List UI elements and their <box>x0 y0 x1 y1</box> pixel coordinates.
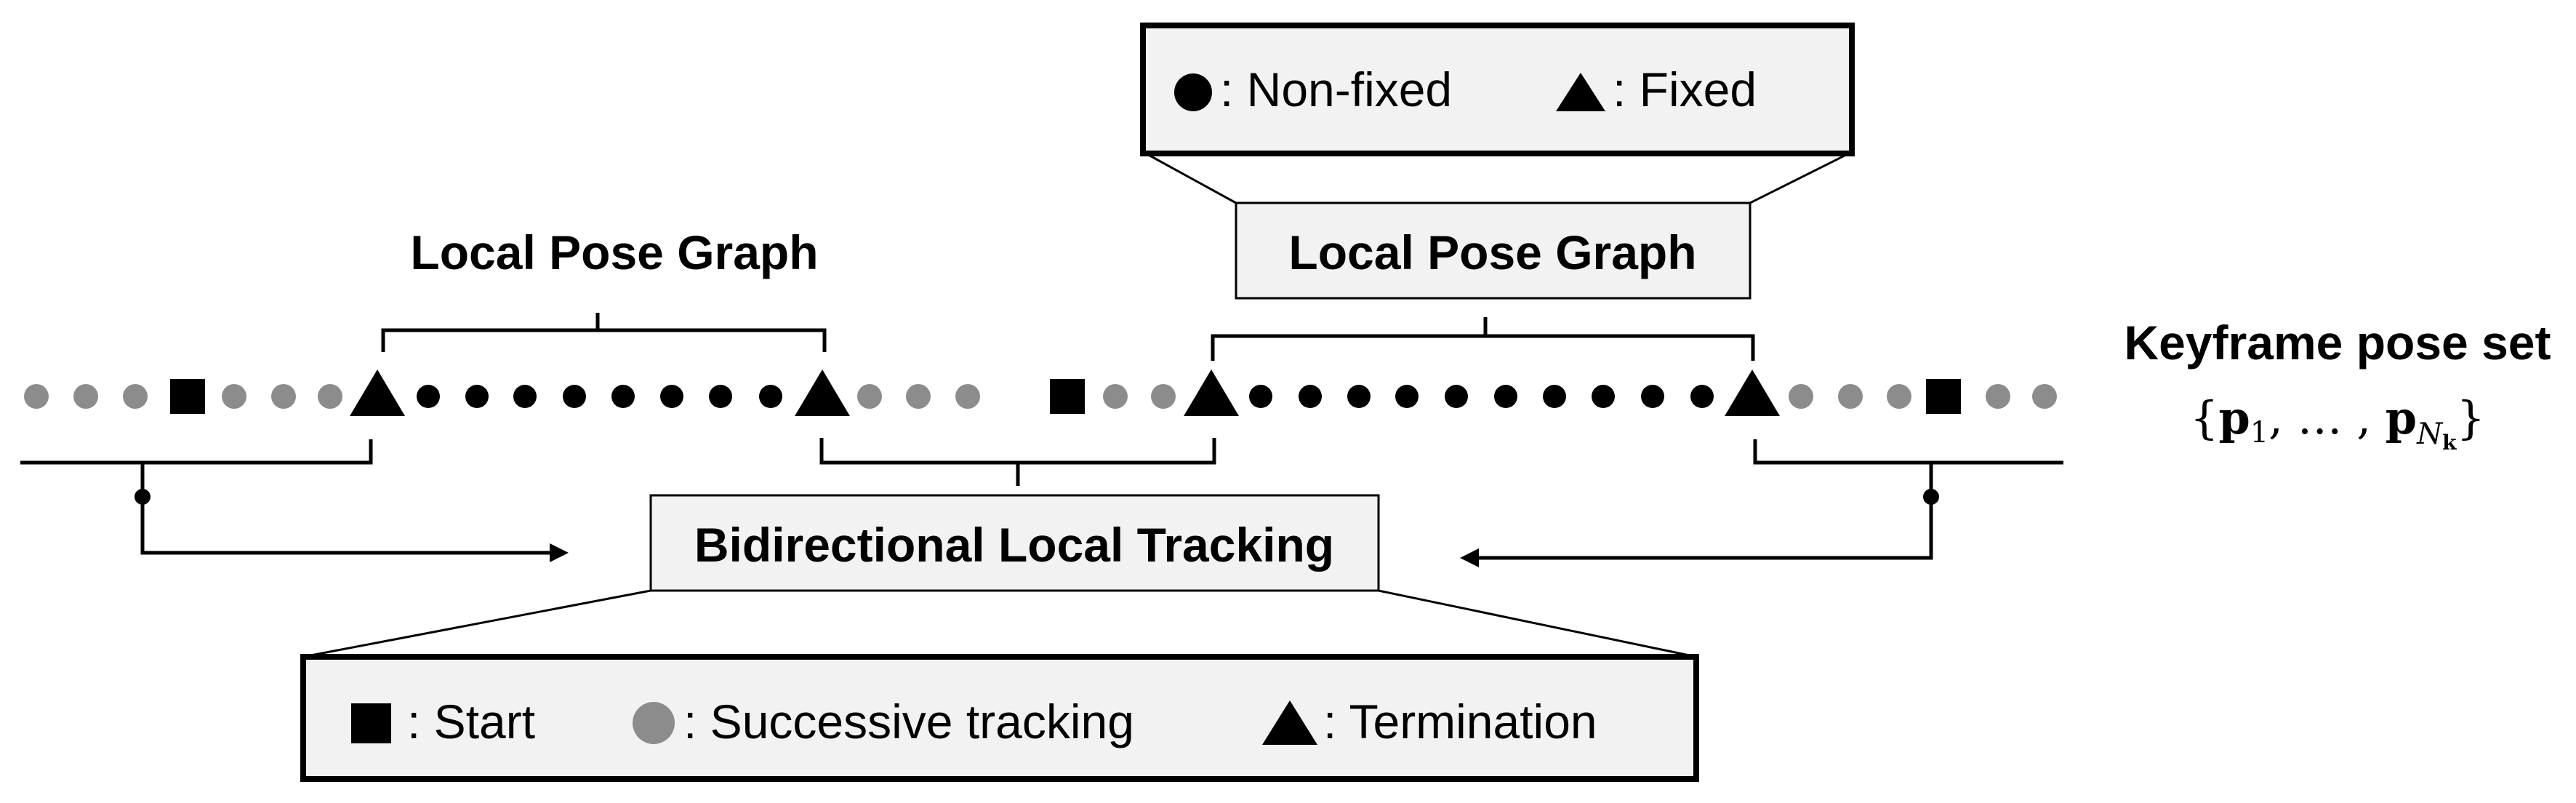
successive-tracking-node <box>857 384 882 409</box>
start-label: : Start <box>407 695 535 748</box>
formula-sub-n: N <box>2416 418 2444 451</box>
formula-open: { <box>2190 391 2218 444</box>
nonfixed-node <box>1690 385 1714 408</box>
nonfixed-node <box>563 385 586 408</box>
tracking-arrow-right-line <box>1474 463 1933 560</box>
top-legend-box <box>1140 23 1855 156</box>
bottom-legend-connector-right <box>1378 589 1697 658</box>
successive-tracking-node <box>1986 384 2010 409</box>
formula-p1: p <box>2218 391 2250 444</box>
fixed-termination-node <box>350 369 405 416</box>
bottom-legend-connector-left <box>302 589 651 658</box>
nonfixed-node <box>1445 385 1468 408</box>
keyframes-formula: {p1, … , pNk} <box>2190 391 2485 455</box>
tracking-arrow-right-head <box>1460 548 1479 567</box>
successive-tracking-node <box>271 384 296 409</box>
successive-tracking-node <box>1151 384 1176 409</box>
tracking-arrow-left-line <box>140 463 554 555</box>
successive-tracking-node <box>24 384 49 409</box>
fixed-triangle-icon <box>1556 73 1605 111</box>
successive-tracking-node <box>318 384 342 409</box>
fixed-label: : Fixed <box>1613 63 1757 116</box>
nonfixed-node <box>1641 385 1664 408</box>
successive-tracking-node <box>906 384 931 409</box>
nonfixed-node <box>1592 385 1615 408</box>
nonfixed-node <box>1299 385 1322 408</box>
start-node <box>1050 379 1085 414</box>
nonfixed-label: : Non-fixed <box>1220 63 1452 116</box>
tracking-box <box>649 494 1380 592</box>
nonfixed-circle-icon <box>1174 73 1212 111</box>
nonfixed-node <box>611 385 635 408</box>
successive-tracking-node <box>123 384 148 409</box>
tracking-bracket-right <box>1753 439 2063 465</box>
formula-pn: p <box>2386 391 2417 444</box>
successive-tracking-node <box>2032 384 2057 409</box>
nonfixed-node <box>1395 385 1419 408</box>
nonfixed-node <box>709 385 732 408</box>
nonfixed-node <box>1543 385 1566 408</box>
formula-sub-k: k <box>2442 431 2457 455</box>
successive-circle-icon <box>633 702 675 744</box>
nonfixed-node <box>1249 385 1272 408</box>
successive-label: : Successive tracking <box>683 695 1134 748</box>
termination-triangle-icon <box>1262 700 1317 745</box>
fixed-termination-node <box>1184 369 1239 416</box>
nonfixed-node <box>1494 385 1517 408</box>
start-square-icon <box>351 703 391 743</box>
formula-mid: , … , <box>2268 391 2386 444</box>
formula-close: } <box>2457 391 2485 444</box>
nonfixed-node <box>660 385 683 408</box>
nonfixed-node <box>417 385 440 408</box>
keyframes-title: Keyframe pose set <box>2124 316 2551 369</box>
tracking: Bidirectional Local Tracking <box>649 494 1380 592</box>
nonfixed-node <box>465 385 489 408</box>
successive-tracking-node <box>222 384 246 409</box>
tracking-title: Bidirectional Local Tracking <box>694 518 1334 572</box>
successive-tracking-node <box>1887 384 1911 409</box>
tracking-bracket-left <box>20 439 373 465</box>
successive-tracking-node <box>1838 384 1863 409</box>
tracking-bracket-middle <box>819 438 1216 486</box>
bottom-legend: : Start : Successive tracking : Terminat… <box>300 654 1699 782</box>
bottom-legend-box <box>300 654 1699 782</box>
nonfixed-node <box>1347 385 1371 408</box>
successive-tracking-node <box>955 384 980 409</box>
graph-left-title: Local Pose Graph <box>410 225 818 279</box>
keyframe-nodes <box>24 369 2057 416</box>
top-legend: : Non-fixed : Fixed <box>1140 23 1855 156</box>
start-node <box>1926 379 1961 414</box>
successive-tracking-node <box>1103 384 1128 409</box>
graph-right-title: Local Pose Graph <box>1288 225 1696 279</box>
nonfixed-node <box>759 385 782 408</box>
graph-right: Local Pose Graph <box>1235 201 1752 300</box>
nonfixed-node <box>513 385 537 408</box>
fixed-termination-node <box>795 369 850 416</box>
start-node <box>170 379 205 414</box>
top-legend-connector-right <box>1749 152 1850 204</box>
termination-label: : Termination <box>1323 695 1597 748</box>
fixed-termination-node <box>1725 369 1780 416</box>
graph-right-brace <box>1211 317 1755 361</box>
tracking-arrow-left-head <box>550 543 569 562</box>
top-legend-connector-left <box>1145 152 1237 204</box>
successive-tracking-node <box>73 384 98 409</box>
formula-sub1: 1 <box>2250 416 2268 450</box>
graph-right-box <box>1235 201 1752 300</box>
successive-tracking-node <box>1789 384 1813 409</box>
graph-left-brace <box>381 313 827 352</box>
